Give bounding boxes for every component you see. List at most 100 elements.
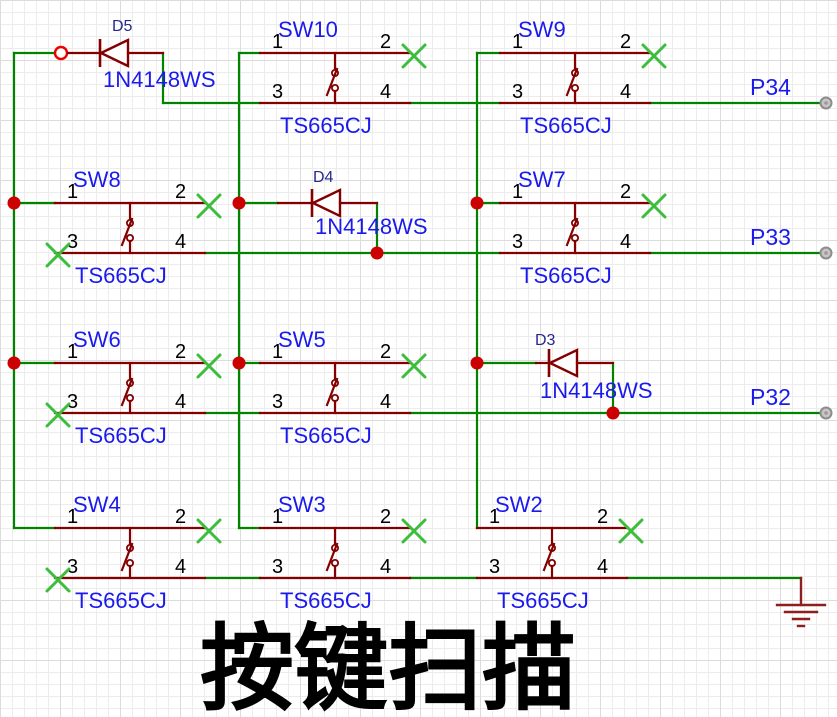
schematic-title: 按键扫描 (200, 616, 576, 717)
pin-number: 1 (272, 31, 283, 53)
switch-sw6[interactable]: 1 2 3 4 SW6 TS665CJ (45, 327, 222, 448)
switch-sw9[interactable]: 1 2 3 4 SW9 TS665CJ (498, 17, 667, 138)
net-port-p32[interactable]: P32 (750, 384, 833, 420)
pin-number: 4 (380, 391, 391, 413)
diode-designator[interactable]: D3 (535, 332, 556, 349)
pin-number: 4 (380, 556, 391, 578)
junction-dot (232, 196, 246, 210)
pin-number: 4 (175, 391, 186, 413)
diode-d5[interactable]: D5 1N4148WS (66, 18, 216, 92)
switch-part-number[interactable]: TS665CJ (75, 423, 167, 448)
junction-dot (470, 356, 484, 370)
switch-designator[interactable]: SW3 (278, 492, 326, 517)
no-connect-x-icon (45, 567, 71, 593)
switch-part-number[interactable]: TS665CJ (520, 113, 612, 138)
switch-sw5[interactable]: 1 2 3 4 SW5 TS665CJ (258, 327, 427, 448)
diode-designator[interactable]: D4 (313, 169, 334, 186)
switch-sw2[interactable]: 1 2 3 4 SW2 TS665CJ (475, 492, 644, 613)
no-connect-x-icon (641, 193, 667, 219)
junction-dot (7, 196, 21, 210)
no-connect-x-icon (45, 242, 71, 268)
switch-sw10[interactable]: 1 2 3 4 SW10 TS665CJ (258, 17, 427, 138)
switch-designator[interactable]: SW5 (278, 327, 326, 352)
switch-designator[interactable]: SW10 (278, 17, 338, 42)
no-connect-x-icon (618, 518, 644, 544)
pin-number: 4 (175, 556, 186, 578)
pin-number: 1 (489, 506, 500, 528)
pin-number: 2 (175, 181, 186, 203)
switch-sw8[interactable]: 1 2 3 4 SW8 TS665CJ (45, 167, 222, 288)
no-connect-x-icon (401, 353, 427, 379)
pin-number: 3 (272, 391, 283, 413)
pin-terminal-circle[interactable] (53, 45, 69, 61)
switch-lever (565, 217, 579, 247)
pin-number: 4 (380, 81, 391, 103)
switch-part-number[interactable]: TS665CJ (497, 588, 589, 613)
switch-lever (120, 542, 134, 572)
switch-designator[interactable]: SW6 (73, 327, 121, 352)
switch-sw7[interactable]: 1 2 3 4 SW7 TS665CJ (498, 167, 667, 288)
switch-part-number[interactable]: TS665CJ (75, 588, 167, 613)
junction-dot (7, 356, 21, 370)
pin-number: 2 (620, 181, 631, 203)
switch-part-number[interactable]: TS665CJ (280, 113, 372, 138)
pin-number: 2 (175, 506, 186, 528)
switch-designator[interactable]: SW9 (518, 17, 566, 42)
pin-number: 1 (272, 341, 283, 363)
no-connect-x-icon (196, 518, 222, 544)
switch-part-number[interactable]: TS665CJ (280, 588, 372, 613)
net-terminal-center (824, 101, 828, 105)
pin-number: 4 (597, 556, 608, 578)
no-connect-x-icon (401, 518, 427, 544)
pin-number: 3 (67, 391, 78, 413)
net-port-p34[interactable]: P34 (750, 74, 833, 110)
no-connect-x-icon (196, 353, 222, 379)
switch-part-number[interactable]: TS665CJ (75, 263, 167, 288)
diode-d3[interactable]: D3 1N4148WS (534, 332, 653, 403)
pin-number: 1 (272, 506, 283, 528)
pin-number: 1 (512, 31, 523, 53)
switch-part-number[interactable]: TS665CJ (280, 423, 372, 448)
switch-designator[interactable]: SW2 (495, 492, 543, 517)
switch-designator[interactable]: SW4 (73, 492, 121, 517)
diode-triangle-icon (98, 38, 130, 68)
pin-number: 3 (512, 81, 523, 103)
diode-part-number[interactable]: 1N4148WS (315, 214, 428, 239)
net-label[interactable]: P32 (750, 384, 791, 410)
junction-dot (232, 356, 246, 370)
switch-lever (542, 542, 556, 572)
pin-number: 2 (175, 341, 186, 363)
switch-sw4[interactable]: 1 2 3 4 SW4 TS665CJ (45, 492, 222, 613)
pin-number: 2 (380, 31, 391, 53)
switch-lever (325, 542, 339, 572)
pin-number: 2 (620, 31, 631, 53)
pin-number: 1 (67, 506, 78, 528)
diode-d4[interactable]: D4 1N4148WS (276, 169, 428, 239)
pin-number: 1 (512, 181, 523, 203)
switch-part-number[interactable]: TS665CJ (520, 263, 612, 288)
switch-lever (325, 67, 339, 97)
diode-triangle-icon (310, 188, 342, 218)
pin-number: 3 (272, 556, 283, 578)
net-label[interactable]: P34 (750, 74, 791, 100)
diode-part-number[interactable]: 1N4148WS (540, 378, 653, 403)
pin-number: 3 (489, 556, 500, 578)
net-port-p33[interactable]: P33 (750, 224, 833, 260)
net-label[interactable]: P33 (750, 224, 791, 250)
diode-part-number[interactable]: 1N4148WS (103, 67, 216, 92)
diode-designator[interactable]: D5 (112, 18, 133, 35)
switch-sw3[interactable]: 1 2 3 4 SW3 TS665CJ (258, 492, 427, 613)
ground-symbol[interactable] (775, 576, 827, 628)
wires[interactable] (12, 51, 822, 580)
diode-triangle-icon (547, 348, 579, 378)
switch-designator[interactable]: SW7 (518, 167, 566, 192)
pin-number: 3 (67, 556, 78, 578)
pin-number: 1 (67, 181, 78, 203)
no-connect-x-icon (401, 43, 427, 69)
junction-dot (470, 196, 484, 210)
switch-designator[interactable]: SW8 (73, 167, 121, 192)
junction-dot (606, 406, 620, 420)
pin-number: 2 (380, 341, 391, 363)
no-connect-x-icon (641, 43, 667, 69)
